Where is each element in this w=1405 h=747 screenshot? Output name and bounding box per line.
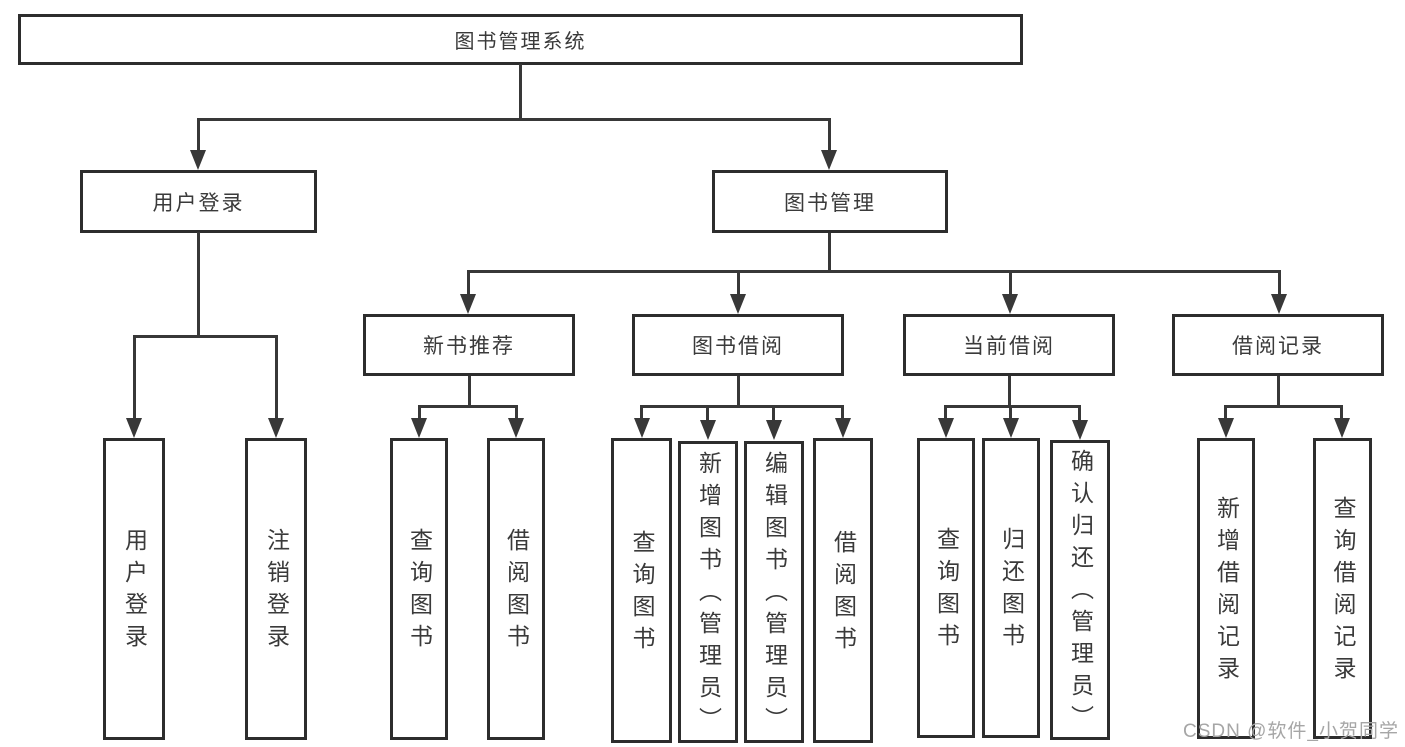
node-label: 图书管理 (784, 191, 876, 215)
connector-userlogin-split (133, 335, 278, 338)
leaf-borrow-books-2: 借阅图书 (813, 438, 873, 743)
leaf-label: 用户登录 (121, 528, 148, 656)
node-label: 借阅记录 (1232, 335, 1324, 358)
connector-drop (841, 405, 844, 421)
connector-drop (1009, 405, 1012, 421)
leaf-label: 归还图书 (998, 527, 1025, 655)
node-label: 图书管理系统 (454, 31, 587, 53)
connector-root-split (197, 118, 831, 121)
arrowhead-icon (126, 418, 142, 438)
arrowhead-icon (1072, 420, 1088, 440)
arrowhead-icon (411, 418, 427, 438)
leaf-return-books: 归还图书 (982, 438, 1040, 738)
node-borrow-records: 借阅记录 (1172, 314, 1384, 376)
connector-drop-book-borrow (737, 270, 740, 296)
connector-drop-book-management (828, 118, 831, 154)
arrowhead-icon (268, 418, 284, 438)
leaf-label: 注销登录 (263, 528, 290, 656)
connector-borrowrecords-stem (1277, 376, 1280, 407)
leaf-label: 查询借阅记录 (1330, 495, 1356, 688)
connector-drop (640, 405, 643, 421)
arrowhead-icon (190, 150, 206, 170)
connector-drop (418, 405, 421, 421)
connector-drop-leaf-logout (275, 335, 278, 420)
leaf-user-login: 用户登录 (103, 438, 165, 740)
leaf-add-borrow-record: 新增借阅记录 (1197, 438, 1255, 739)
leaf-add-books-admin: 新增图书（管理员） (678, 441, 738, 743)
leaf-query-books-1: 查询图书 (390, 438, 448, 740)
leaf-label: 借阅图书 (830, 529, 857, 658)
leaf-label: 编辑图书（管理员） (761, 451, 788, 739)
arrowhead-icon (1003, 418, 1019, 438)
arrowhead-icon (730, 294, 746, 314)
connector-currentborrow-stem (1008, 376, 1011, 407)
leaf-label: 查询图书 (933, 527, 960, 655)
leaf-label: 借阅图书 (503, 528, 530, 656)
connector-newbook-stem (468, 376, 471, 407)
connector-drop (772, 405, 775, 421)
arrowhead-icon (1002, 294, 1018, 314)
connector-drop (1078, 405, 1081, 421)
leaf-confirm-return-admin: 确认归还（管理员） (1050, 440, 1110, 740)
connector-newbook-split (418, 405, 518, 408)
leaf-borrow-books-1: 借阅图书 (487, 438, 545, 740)
arrowhead-icon (460, 294, 476, 314)
connector-bookborrow-split (640, 405, 844, 408)
arrowhead-icon (508, 418, 524, 438)
connector-drop (1224, 405, 1227, 421)
node-root-library-system: 图书管理系统 (18, 14, 1023, 65)
arrowhead-icon (1218, 418, 1234, 438)
connector-drop-new-book (467, 270, 470, 296)
connector-drop (515, 405, 518, 421)
arrowhead-icon (634, 418, 650, 438)
leaf-edit-books-admin: 编辑图书（管理员） (744, 441, 804, 743)
node-book-borrow: 图书借阅 (632, 314, 844, 376)
node-book-management: 图书管理 (712, 170, 948, 233)
leaf-logout: 注销登录 (245, 438, 307, 740)
connector-drop-current-borrow (1009, 270, 1012, 296)
leaf-label: 查询图书 (406, 528, 433, 656)
arrowhead-icon (700, 420, 716, 440)
connector-bookmgmt-split (467, 270, 1281, 273)
connector-drop (944, 405, 947, 421)
connector-root-stem (519, 64, 522, 121)
leaf-query-borrow-record: 查询借阅记录 (1313, 438, 1372, 739)
connector-drop (1340, 405, 1343, 421)
arrowhead-icon (821, 150, 837, 170)
node-new-book-recommend: 新书推荐 (363, 314, 575, 376)
connector-currentborrow-split (944, 405, 1081, 408)
node-label: 用户登录 (152, 191, 245, 215)
connector-drop-borrow-records (1278, 270, 1281, 296)
arrowhead-icon (766, 420, 782, 440)
leaf-label: 新增图书（管理员） (695, 451, 722, 739)
leaf-label: 新增借阅记录 (1213, 495, 1240, 688)
node-label: 当前借阅 (963, 335, 1055, 358)
node-current-borrow: 当前借阅 (903, 314, 1115, 376)
connector-bookmgmt-stem (828, 233, 831, 272)
connector-drop-leaf-user-login (133, 335, 136, 420)
connector-drop (706, 405, 709, 421)
csdn-watermark: CSDN @软件_小贺同学 (1183, 721, 1399, 742)
connector-userlogin-stem (197, 232, 200, 337)
arrowhead-icon (1334, 418, 1350, 438)
leaf-label: 确认归还（管理员） (1067, 449, 1094, 737)
arrowhead-icon (1271, 294, 1287, 314)
leaf-query-books-3: 查询图书 (917, 438, 975, 738)
node-user-login: 用户登录 (80, 170, 317, 233)
leaf-query-books-2: 查询图书 (611, 438, 672, 743)
connector-bookborrow-stem (737, 376, 740, 407)
connector-borrowrecords-split (1224, 405, 1343, 408)
arrowhead-icon (835, 418, 851, 438)
node-label: 图书借阅 (692, 335, 784, 358)
node-label: 新书推荐 (423, 335, 515, 358)
connector-drop-user-login (197, 118, 200, 154)
leaf-label: 查询图书 (629, 529, 655, 658)
arrowhead-icon (938, 418, 954, 438)
